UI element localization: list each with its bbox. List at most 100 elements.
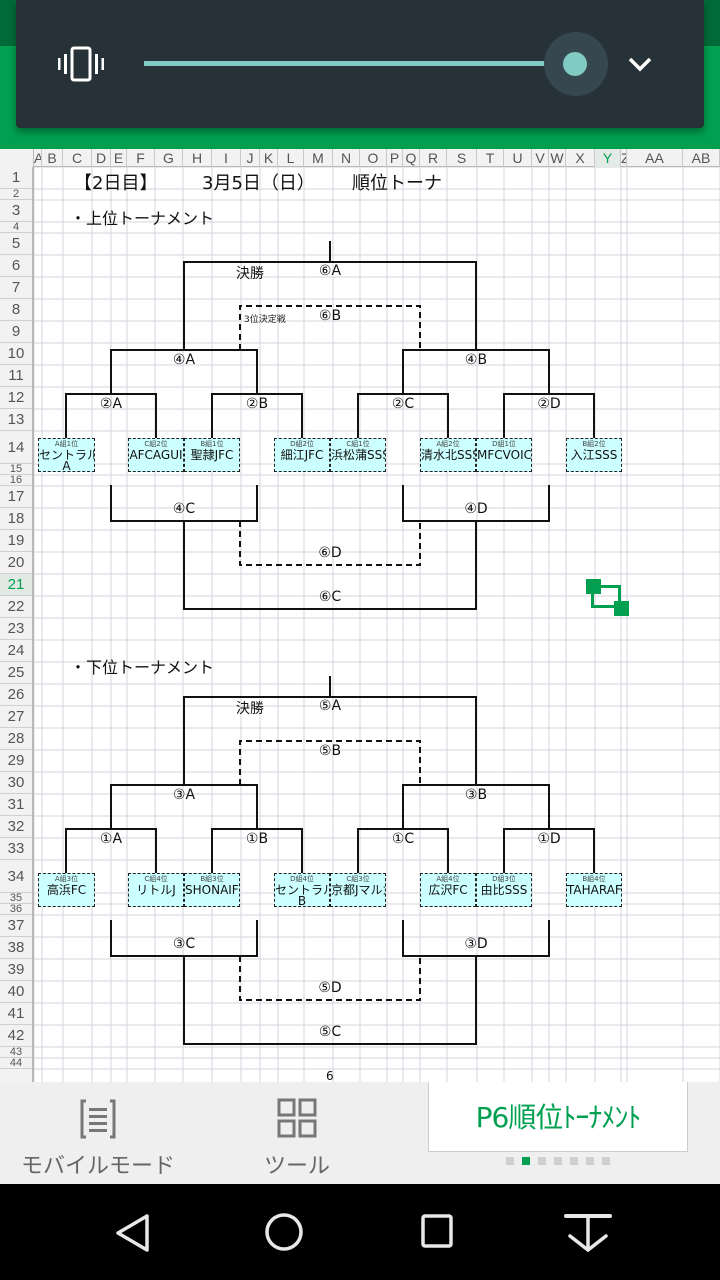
tools-button[interactable]: ツール <box>236 1082 358 1184</box>
column-header-A[interactable]: A <box>34 149 42 167</box>
row-header-7[interactable]: 7 <box>0 277 32 299</box>
mobile-mode-button[interactable]: モバイルモード <box>0 1082 196 1184</box>
row-header-16[interactable]: 16 <box>0 475 32 486</box>
team-box[interactable]: A組4位広沢FC <box>420 873 476 907</box>
row-header-25[interactable]: 25 <box>0 662 32 684</box>
row-header-13[interactable]: 13 <box>0 409 32 431</box>
row-header-15[interactable]: 15 <box>0 464 32 475</box>
column-header-I[interactable]: I <box>212 149 241 167</box>
column-header-M[interactable]: M <box>304 149 333 167</box>
column-header[interactable]: ABCDEFGHIJKLMNOPQRSTUVWXYZAAAB <box>0 149 720 167</box>
team-box[interactable]: D組1位MFCVOICE <box>476 438 532 472</box>
row-header-18[interactable]: 18 <box>0 508 32 530</box>
row-header-39[interactable]: 39 <box>0 959 32 981</box>
column-header-AA[interactable]: AA <box>627 149 683 167</box>
row-header-17[interactable]: 17 <box>0 486 32 508</box>
team-box[interactable]: C組1位浜松蒲SSS <box>330 438 386 472</box>
row-header-8[interactable]: 8 <box>0 299 32 321</box>
row-header-4[interactable]: 4 <box>0 222 32 233</box>
column-header-C[interactable]: C <box>63 149 92 167</box>
column-header-Q[interactable]: Q <box>403 149 420 167</box>
row-header-44[interactable]: 44 <box>0 1058 32 1069</box>
sheet-page-dot[interactable] <box>538 1157 546 1165</box>
hide-keyboard-icon[interactable] <box>560 1208 616 1256</box>
sheet-page-dot[interactable] <box>570 1157 578 1165</box>
row-header-29[interactable]: 29 <box>0 750 32 772</box>
team-box[interactable]: C組3位京都Jマルカ <box>330 873 386 907</box>
row-header-40[interactable]: 40 <box>0 981 32 1003</box>
row-header-28[interactable]: 28 <box>0 728 32 750</box>
row-header-38[interactable]: 38 <box>0 937 32 959</box>
column-header-N[interactable]: N <box>333 149 360 167</box>
column-header-R[interactable]: R <box>420 149 447 167</box>
row-header-10[interactable]: 10 <box>0 343 32 365</box>
row-header-42[interactable]: 42 <box>0 1025 32 1047</box>
team-box[interactable]: C組4位リトルJ <box>128 873 184 907</box>
team-box[interactable]: D組2位細江JFC <box>274 438 330 472</box>
column-header-E[interactable]: E <box>111 149 127 167</box>
column-header-W[interactable]: W <box>549 149 566 167</box>
row-header-3[interactable]: 3 <box>0 200 32 222</box>
row-header-24[interactable]: 24 <box>0 640 32 662</box>
row-header-21[interactable]: 21 <box>0 574 32 596</box>
row-header-41[interactable]: 41 <box>0 1003 32 1025</box>
row-header-37[interactable]: 37 <box>0 915 32 937</box>
column-header-AB[interactable]: AB <box>683 149 720 167</box>
column-header-B[interactable]: B <box>42 149 63 167</box>
home-icon[interactable] <box>256 1208 312 1256</box>
column-header-F[interactable]: F <box>127 149 155 167</box>
column-header-X[interactable]: X <box>566 149 595 167</box>
row-header-5[interactable]: 5 <box>0 233 32 255</box>
cell-grid[interactable]: 【2日目】 3月5日（日） 順位トーナ ・上位トーナメント ・下位トーナメント … <box>34 167 720 1084</box>
team-box[interactable]: B組1位聖隷JFC <box>184 438 240 472</box>
column-header-G[interactable]: G <box>155 149 183 167</box>
column-header-O[interactable]: O <box>360 149 387 167</box>
recents-icon[interactable] <box>408 1208 464 1256</box>
row-header-43[interactable]: 43 <box>0 1047 32 1058</box>
vibrate-icon[interactable] <box>56 44 106 84</box>
row-header-26[interactable]: 26 <box>0 684 32 706</box>
column-header-Z[interactable]: Z <box>621 149 627 167</box>
sheet-tab-active[interactable]: P6順位ﾄｰﾅﾒﾝﾄ <box>428 1082 688 1152</box>
team-box[interactable]: B組3位SHONAIFC <box>184 873 240 907</box>
row-header-20[interactable]: 20 <box>0 552 32 574</box>
sheet-page-dot[interactable] <box>506 1157 514 1165</box>
column-header-K[interactable]: K <box>260 149 278 167</box>
team-box[interactable]: B組2位入江SSS <box>566 438 622 472</box>
chevron-down-icon[interactable] <box>624 48 656 80</box>
sheet-page-dot[interactable] <box>602 1157 610 1165</box>
sheet-page-dot[interactable] <box>522 1157 530 1165</box>
row-header-11[interactable]: 11 <box>0 365 32 387</box>
row-header-36[interactable]: 36 <box>0 904 32 915</box>
row-header-32[interactable]: 32 <box>0 816 32 838</box>
sheet-page-dot[interactable] <box>586 1157 594 1165</box>
row-header-35[interactable]: 35 <box>0 893 32 904</box>
back-icon[interactable] <box>104 1208 160 1256</box>
row-header-6[interactable]: 6 <box>0 255 32 277</box>
column-header-Y[interactable]: Y <box>595 149 621 167</box>
team-box[interactable]: B組4位TAHARAFC <box>566 873 622 907</box>
row-header-30[interactable]: 30 <box>0 772 32 794</box>
selection-handle-end[interactable] <box>614 601 629 616</box>
column-header-S[interactable]: S <box>447 149 477 167</box>
column-header-J[interactable]: J <box>241 149 260 167</box>
column-header-V[interactable]: V <box>532 149 549 167</box>
column-header-T[interactable]: T <box>477 149 504 167</box>
sheet-page-dot[interactable] <box>554 1157 562 1165</box>
selection-handle-start[interactable] <box>586 579 601 594</box>
select-all-corner[interactable] <box>0 149 34 167</box>
row-header-12[interactable]: 12 <box>0 387 32 409</box>
row-header-22[interactable]: 22 <box>0 596 32 618</box>
row-header-14[interactable]: 14 <box>0 431 32 464</box>
volume-slider-thumb[interactable] <box>563 52 587 76</box>
team-box[interactable]: D組3位由比SSS <box>476 873 532 907</box>
column-header-D[interactable]: D <box>92 149 111 167</box>
row-header-34[interactable]: 34 <box>0 860 32 893</box>
column-header-U[interactable]: U <box>504 149 532 167</box>
row-header-33[interactable]: 33 <box>0 838 32 860</box>
spreadsheet[interactable]: ABCDEFGHIJKLMNOPQRSTUVWXYZAAAB 123456789… <box>0 149 720 1084</box>
row-header-23[interactable]: 23 <box>0 618 32 640</box>
